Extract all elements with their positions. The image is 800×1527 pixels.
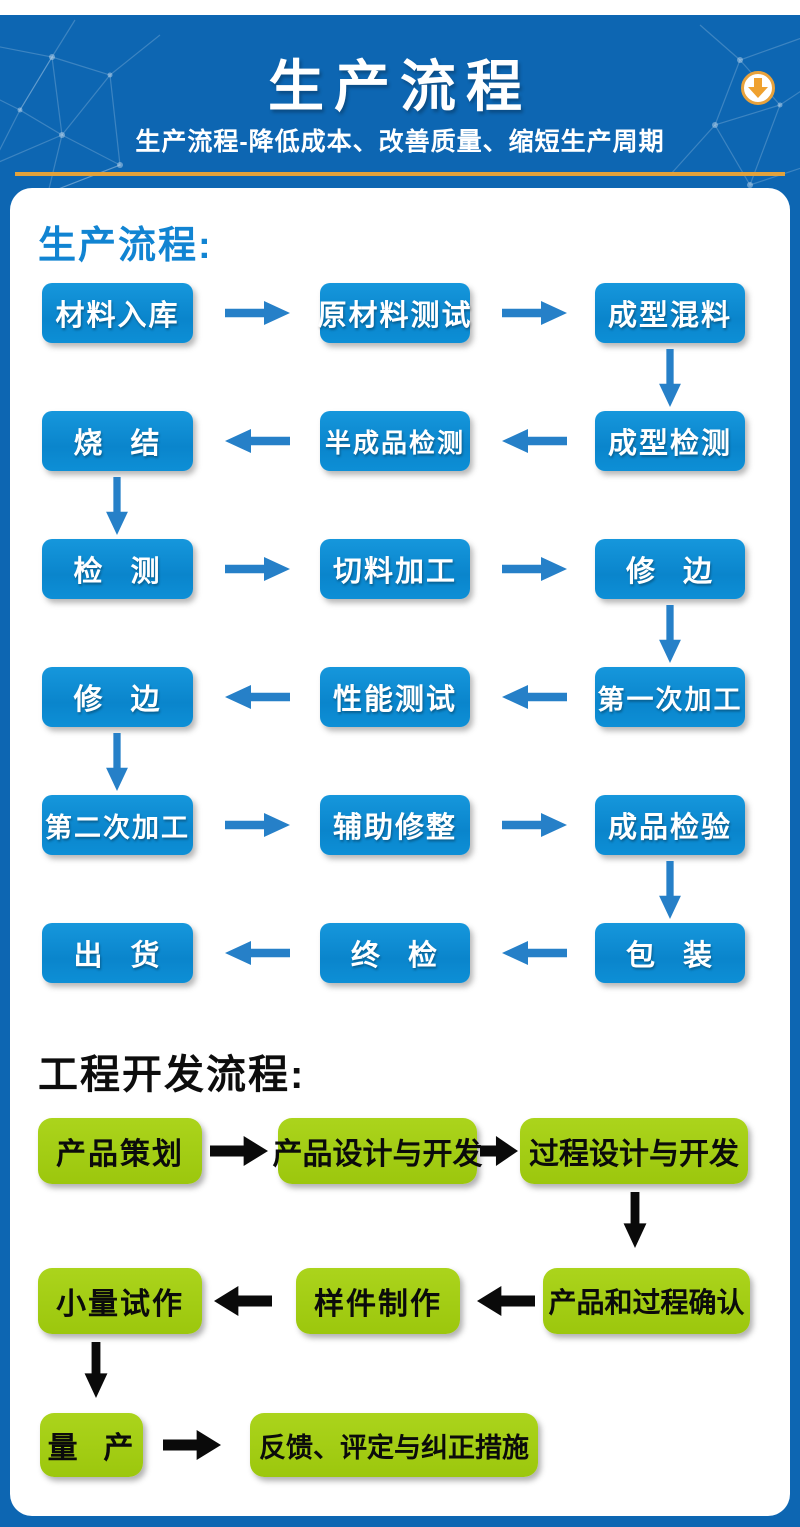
- flow-box-label: 性能测试: [332, 684, 457, 716]
- flow-box-packaging: 包 装: [595, 923, 745, 983]
- flow-box-auxiliary-finishing: 辅助修整: [320, 795, 470, 855]
- flow-box-label: 半成品检测: [324, 427, 465, 458]
- flow-box-label: 过程设计与开发: [529, 1138, 739, 1171]
- flow-box-molding-inspection: 成型检测: [595, 411, 745, 471]
- flow-box-mass-production: 量 产: [40, 1413, 143, 1477]
- flow-box-inspection: 检 测: [42, 539, 193, 599]
- flow-box-sintering: 烧 结: [42, 411, 193, 471]
- flow-box-molding-mixing: 成型混料: [595, 283, 745, 343]
- flow-box-label: 包 装: [625, 940, 714, 972]
- page-subtitle: 生产流程-降低成本、改善质量、缩短生产周期: [135, 128, 665, 156]
- flow-box-trimming-2: 修 边: [42, 667, 193, 727]
- flow-box-label: 出 货: [73, 940, 162, 972]
- flow-box-material-inbound: 材料入库: [42, 283, 193, 343]
- flow-box-product-process-confirm: 产品和过程确认: [543, 1268, 750, 1334]
- flow-box-label: 成品检验: [607, 812, 732, 844]
- flow-box-label: 修 边: [625, 556, 714, 588]
- flow-box-second-processing: 第二次加工: [42, 795, 193, 855]
- flow-box-label: 样件制作: [314, 1288, 442, 1321]
- flow-box-label: 终 检: [350, 940, 439, 972]
- network-pattern-left: [0, 19, 161, 215]
- flow-box-shipment: 出 货: [42, 923, 193, 983]
- flow-box-label: 材料入库: [55, 300, 180, 332]
- download-icon[interactable]: [740, 70, 776, 106]
- flow-box-semi-product-inspection: 半成品检测: [320, 411, 470, 471]
- flow-box-label: 小量试作: [56, 1288, 184, 1321]
- flow-box-label: 烧 结: [73, 428, 162, 460]
- flow-box-first-processing: 第一次加工: [595, 667, 745, 727]
- flow-box-final-inspection: 终 检: [320, 923, 470, 983]
- flow-box-process-design-dev: 过程设计与开发: [520, 1118, 748, 1184]
- flow-box-label: 第一次加工: [597, 684, 743, 715]
- flow-box-performance-test: 性能测试: [320, 667, 470, 727]
- flow-box-label: 检 测: [73, 556, 162, 588]
- flow-box-raw-material-test: 原材料测试: [317, 283, 473, 343]
- flow-box-small-batch-trial: 小量试作: [38, 1268, 202, 1334]
- engineering-heading: 工程开发流程:: [38, 1053, 306, 1097]
- production-heading: 生产流程:: [38, 225, 213, 267]
- flow-box-label: 反馈、评定与纠正措施: [259, 1432, 529, 1463]
- flow-box-label: 原材料测试: [317, 300, 473, 332]
- flow-box-label: 产品和过程确认: [548, 1287, 745, 1318]
- flow-box-cutting-process: 切料加工: [320, 539, 470, 599]
- flow-box-label: 产品设计与开发: [272, 1138, 483, 1171]
- gold-divider: [15, 172, 785, 176]
- flow-box-finished-inspection: 成品检验: [595, 795, 745, 855]
- flow-box-label: 量 产: [47, 1432, 136, 1465]
- flow-box-feedback-corrective: 反馈、评定与纠正措施: [250, 1413, 538, 1477]
- flow-box-label: 第二次加工: [45, 812, 190, 843]
- flow-box-label: 辅助修整: [332, 812, 457, 844]
- flow-box-sample-making: 样件制作: [296, 1268, 460, 1334]
- flow-box-label: 产品策划: [56, 1138, 184, 1171]
- flow-box-product-planning: 产品策划: [38, 1118, 202, 1184]
- flow-box-label: 成型检测: [607, 428, 732, 460]
- page-title: 生产流程: [268, 55, 532, 118]
- flow-box-product-design-dev: 产品设计与开发: [273, 1118, 483, 1184]
- flow-box-label: 成型混料: [607, 300, 732, 332]
- flow-box-label: 修 边: [73, 684, 162, 716]
- flow-box-label: 切料加工: [332, 556, 457, 588]
- flow-box-trimming: 修 边: [595, 539, 745, 599]
- network-pattern-right: [669, 24, 800, 188]
